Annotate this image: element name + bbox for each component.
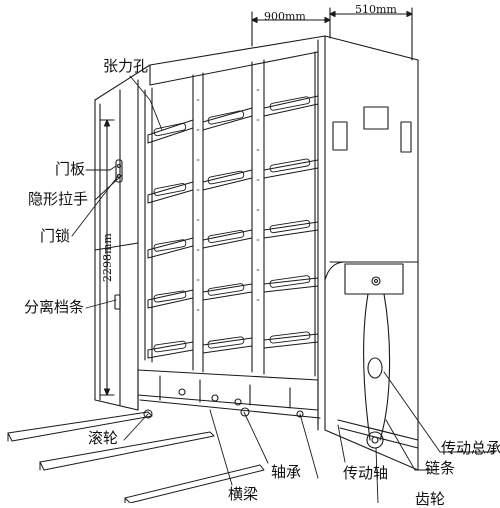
label-hidden-handle: 隐形拉手 xyxy=(28,190,89,208)
shelf-uprights xyxy=(144,51,316,377)
label-bearing: 轴承 xyxy=(271,463,302,481)
width-dimension-line xyxy=(251,11,331,47)
bay-2-shelves xyxy=(202,107,253,354)
label-tension-hole: 张力孔 xyxy=(103,57,149,75)
label-drive-shaft: 传动轴 xyxy=(343,464,389,482)
bay-3-shelves xyxy=(263,95,319,349)
label-drive-assembly: 传动总承 xyxy=(441,439,500,457)
label-door-panel: 门板 xyxy=(55,160,86,178)
depth-dimension-line xyxy=(329,7,413,61)
side-panel-openings xyxy=(332,106,412,153)
floor-rails xyxy=(7,409,265,504)
shelf-slots xyxy=(153,96,311,353)
label-chain: 链条 xyxy=(425,459,456,477)
label-gear: 齿轮 xyxy=(415,490,446,508)
label-door-lock: 门锁 xyxy=(40,227,71,245)
drive-assembly xyxy=(324,261,419,449)
label-separation-bar: 分离档条 xyxy=(24,298,85,316)
bay-1-shelves xyxy=(147,119,194,359)
depth-dimension: 510mm xyxy=(355,3,397,16)
cabinet-body xyxy=(94,35,419,471)
shelves xyxy=(147,51,319,359)
chassis xyxy=(137,369,321,431)
leader-lines xyxy=(71,75,496,504)
height-dimension-line xyxy=(99,119,115,396)
label-roller: 滚轮 xyxy=(88,429,119,447)
width-dimension: 900mm xyxy=(264,10,306,23)
label-crossbeam: 横梁 xyxy=(228,485,259,503)
height-dimension: 2298mm xyxy=(101,233,114,282)
